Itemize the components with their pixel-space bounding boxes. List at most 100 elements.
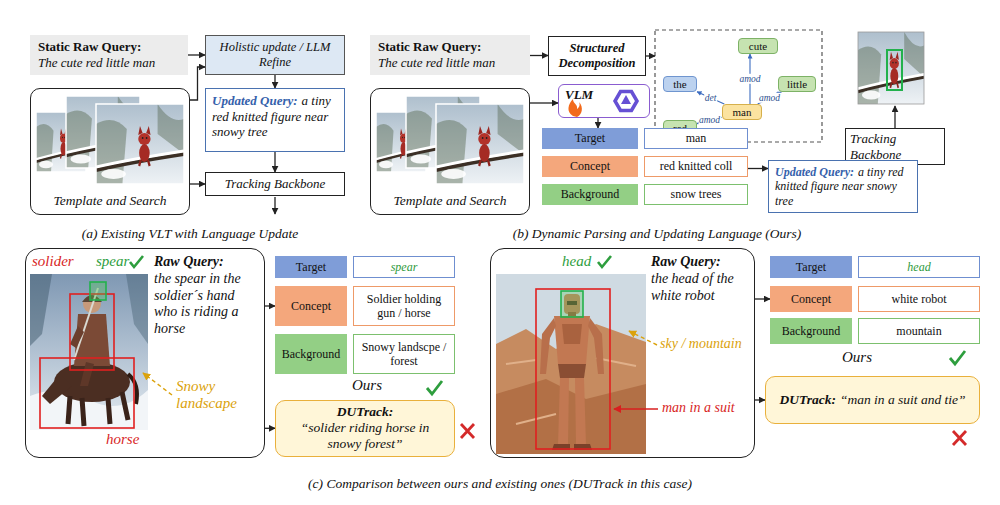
node-text: man [686, 131, 707, 145]
node-text: Background [282, 347, 341, 361]
query-box: Updated Query:a tiny red knitted figure … [205, 88, 345, 152]
table-key: Background [770, 318, 852, 344]
node-body: the spear in the soldier´s hand who is r… [154, 271, 258, 338]
annotation-label: horse [106, 431, 139, 448]
node-text: Holistic update / LLM Refine [212, 40, 338, 70]
table-value: mountain [858, 318, 980, 344]
node-text: cute [749, 41, 767, 52]
annotation-label: Ours [842, 349, 872, 366]
node-body: “man in a suit and tie” [840, 392, 966, 408]
node-text: VLM [565, 87, 643, 103]
node-text: mountain [896, 324, 941, 338]
model-box: VLM [558, 84, 650, 118]
node-text: spear [391, 260, 418, 274]
table-value: snow trees [644, 184, 748, 205]
node-text: Snowy landscpe / forest [358, 340, 450, 369]
table-key: Concept [770, 286, 852, 312]
node-text: Template and Search [54, 193, 167, 209]
node-text: the [673, 79, 686, 90]
connector-arrow [274, 75, 275, 88]
table-value: red knitted coll [644, 156, 748, 177]
node-text: Target [796, 260, 826, 274]
image-panel: Template and Search [370, 88, 530, 215]
node-text: head [907, 260, 930, 274]
connector-arrow [274, 152, 275, 172]
node-body: The cute red little man [38, 55, 180, 71]
query-box: Updated Query:a tiny red knitted figure … [768, 160, 918, 213]
node-text: Background [782, 324, 841, 338]
example-panel: Raw Query:the spear in the soldier´s han… [25, 248, 265, 458]
process-box: Structured Decomposition [548, 36, 646, 76]
table-value: head [858, 256, 980, 278]
node-body: The cute red little man [378, 55, 522, 71]
table-key: Background [542, 184, 638, 205]
table-value: Snowy landscpe / forest [353, 334, 455, 374]
query-box: Static Raw Query:The cute red little man [370, 35, 530, 75]
connector-arrow [755, 298, 770, 299]
connector-arrow [597, 118, 598, 128]
node-text: Static Raw Query: [38, 39, 180, 55]
connector-arrow [755, 399, 765, 400]
connector-arrow [265, 428, 275, 429]
node-text: snow trees [671, 187, 722, 201]
node-text: Target [296, 260, 326, 274]
table-key: Background [275, 334, 347, 374]
node-text: Tracking Backbone [850, 131, 940, 162]
node-text: Raw Query: [651, 254, 748, 271]
baseline-box: DUTrack:“man in a suit and tie” [765, 376, 980, 424]
table-value: white robot [858, 286, 980, 312]
parse-token: the [663, 76, 697, 92]
connector-arrow [190, 67, 205, 100]
node-text: Template and Search [394, 193, 507, 209]
node-text: Tracking Backbone [225, 176, 326, 192]
node-text: little [787, 79, 807, 90]
edge-label: amod [758, 93, 781, 103]
dependency-arc [697, 92, 724, 104]
annotation-label: head [562, 253, 591, 270]
connector-arrow [265, 305, 275, 306]
node-text: DUTrack: [779, 392, 836, 408]
node-text: Static Raw Query: [378, 39, 522, 55]
image-panel: Template and Search [30, 88, 190, 215]
node-text: man [733, 107, 752, 118]
node-text: Concept [570, 159, 610, 173]
node-text: Soldier holding gun / horse [358, 292, 450, 321]
node-text: Target [575, 131, 605, 145]
panel-caption: (a) Existing VLT with Language Update [82, 226, 299, 242]
node-text: Concept [291, 299, 331, 313]
process-box: Tracking Backbone [205, 172, 345, 196]
baseline-box: DUTrack:“solider riding horse in snowy f… [275, 400, 455, 457]
node-text: Updated Query: [775, 165, 854, 179]
annotation-label: solider [32, 253, 74, 270]
node-text: Background [561, 187, 620, 201]
table-key: Concept [275, 286, 347, 326]
node-text: Structured Decomposition [553, 41, 641, 71]
table-value: man [644, 128, 748, 149]
table-key: Target [542, 128, 638, 149]
node-text: Updated Query: [212, 93, 298, 108]
annotation-label: spear [96, 253, 129, 270]
parse-token: man [722, 104, 762, 120]
table-key: Target [770, 256, 852, 278]
annotation-label: Ours [352, 377, 382, 394]
example-panel: Raw Query:the head of the white robot [490, 248, 755, 458]
connector-arrow [530, 102, 558, 103]
node-text: Raw Query: [154, 254, 258, 271]
connector-arrow [530, 55, 548, 56]
edge-label: det [704, 93, 718, 103]
table-key: Concept [542, 156, 638, 177]
connector-arrow [190, 183, 205, 184]
dependency-arc [758, 92, 782, 104]
node-text: white robot [892, 292, 947, 306]
annotation-label: Snowy landscape [176, 378, 256, 413]
node-text: Concept [791, 292, 831, 306]
process-box: Holistic update / LLM Refine [205, 35, 345, 75]
annotation-label: man in a suit [662, 400, 735, 416]
connector-arrow [188, 54, 205, 55]
table-key: Target [275, 256, 347, 278]
table-value: spear [353, 256, 455, 278]
node-text: DUTrack: [337, 404, 394, 420]
edge-label: amod [698, 115, 721, 125]
